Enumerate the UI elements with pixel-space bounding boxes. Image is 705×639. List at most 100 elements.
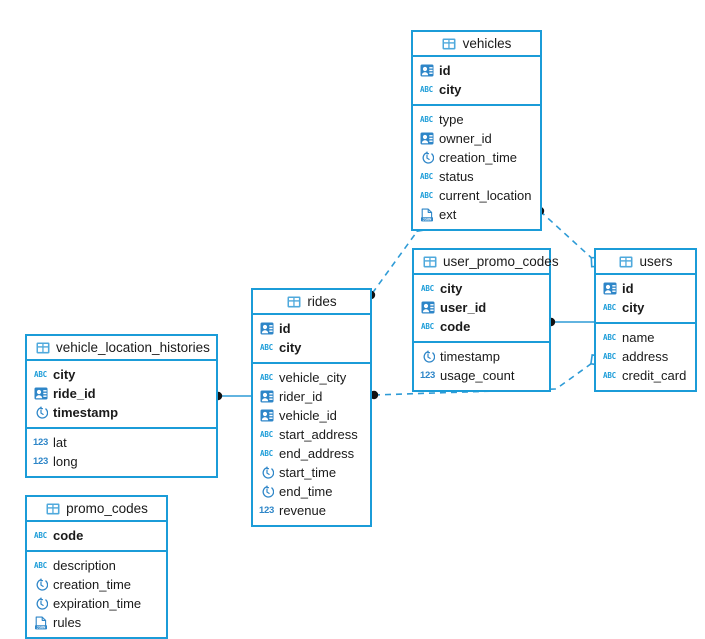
table-title[interactable]: users xyxy=(596,250,695,275)
primary-key-row[interactable]: id xyxy=(596,279,695,298)
primary-key-row[interactable]: ride_id xyxy=(27,384,216,403)
string-type-icon: ABC xyxy=(34,560,47,570)
column-name: id xyxy=(279,321,291,336)
clock-icon xyxy=(259,465,274,480)
table-title[interactable]: promo_codes xyxy=(27,497,166,522)
table-grid-icon xyxy=(618,255,633,269)
person-card-icon xyxy=(259,409,274,423)
column-name: vehicle_city xyxy=(279,370,347,385)
column-name: code xyxy=(53,528,84,543)
table-title[interactable]: user_promo_codes xyxy=(414,250,559,275)
column-name: address xyxy=(622,349,669,364)
primary-key-row[interactable]: timestamp xyxy=(27,403,216,422)
column-name: status xyxy=(439,169,474,184)
primary-key-row[interactable]: id xyxy=(253,319,370,338)
string-type-icon: ABC xyxy=(260,429,273,439)
column-row[interactable]: rider_id xyxy=(253,387,370,406)
relationship-vehicle_location_histories-rides[interactable] xyxy=(213,391,251,401)
column-name: user_id xyxy=(440,300,487,315)
table-grid-icon xyxy=(422,255,437,269)
person-card-icon xyxy=(420,301,435,315)
column-row[interactable]: creation_time xyxy=(27,575,166,594)
column-row[interactable]: end_time xyxy=(253,482,370,501)
string-type-icon: ABC xyxy=(603,351,616,361)
column-name: usage_count xyxy=(440,368,515,383)
column-row[interactable]: vehicle_id xyxy=(253,406,370,425)
string-type-icon: ABC xyxy=(260,448,273,458)
column-row[interactable]: 123 usage_count xyxy=(414,366,549,385)
clock-icon xyxy=(33,596,48,611)
column-row[interactable]: timestamp xyxy=(414,347,549,366)
column-section: timestamp 123 usage_count xyxy=(414,343,549,390)
column-name: city xyxy=(439,82,462,97)
string-type-icon: ABC xyxy=(603,302,616,312)
clock-icon xyxy=(33,577,48,592)
person-card-icon xyxy=(419,132,434,146)
table-title[interactable]: rides xyxy=(253,290,370,315)
table-title[interactable]: vehicles xyxy=(413,32,540,57)
column-name: type xyxy=(439,112,464,127)
primary-key-row[interactable]: id xyxy=(413,61,540,80)
table-name: rides xyxy=(307,294,337,309)
column-name: credit_card xyxy=(622,368,687,383)
column-name: start_time xyxy=(279,465,337,480)
svg-text:JSON: JSON xyxy=(422,217,431,221)
primary-key-row[interactable]: user_id xyxy=(414,298,549,317)
string-type-icon: ABC xyxy=(421,321,434,331)
table-title[interactable]: vehicle_location_histories xyxy=(27,336,216,361)
column-name: timestamp xyxy=(53,405,119,420)
column-name: creation_time xyxy=(439,150,518,165)
string-type-icon: ABC xyxy=(260,342,273,352)
column-name: timestamp xyxy=(440,349,500,364)
json-type-icon: JSON xyxy=(419,208,434,222)
column-row[interactable]: start_time xyxy=(253,463,370,482)
column-row[interactable]: creation_time xyxy=(413,148,540,167)
column-row[interactable]: ABC address xyxy=(596,347,695,366)
column-name: long xyxy=(53,454,78,469)
svg-text:JSON: JSON xyxy=(36,625,45,629)
string-type-icon: ABC xyxy=(34,369,47,379)
number-type-icon: 123 xyxy=(420,369,435,381)
relationship-user_promo_codes-users[interactable] xyxy=(546,317,594,327)
column-name: id xyxy=(622,281,634,296)
column-name: name xyxy=(622,330,655,345)
column-row[interactable]: owner_id xyxy=(413,129,540,148)
json-type-icon: JSON xyxy=(33,616,48,630)
table-name: promo_codes xyxy=(66,501,148,516)
column-row[interactable]: expiration_time xyxy=(27,594,166,613)
